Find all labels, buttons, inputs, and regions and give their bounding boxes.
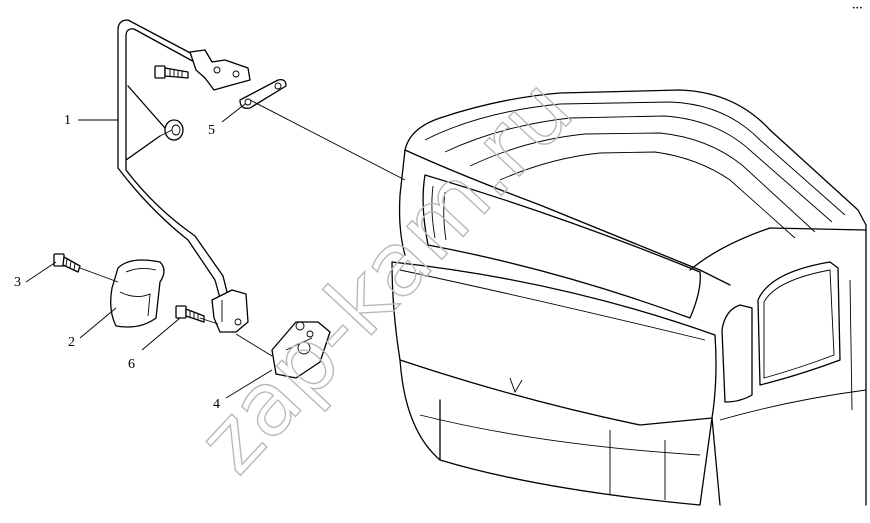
link-plate [239, 78, 287, 109]
callout-labels: 1 2 3 4 5 6 [14, 113, 220, 412]
truck-cab [391, 89, 867, 506]
watermark: zap-kam.ru [178, 59, 592, 493]
callout-6: 6 [128, 357, 135, 372]
corner-mark: ••• [852, 5, 863, 12]
upper-clamp-bracket [189, 49, 251, 91]
callout-1: 1 [64, 113, 71, 128]
grommet [164, 119, 184, 141]
mirror-bracket-tube [117, 19, 229, 299]
bolt-top [154, 65, 189, 79]
bolt-6 [175, 305, 205, 323]
callout-4: 4 [213, 397, 220, 412]
callout-3: 3 [14, 275, 21, 290]
callout-2: 2 [68, 335, 75, 350]
mirror-plate [271, 321, 331, 379]
lower-clamp [211, 289, 249, 333]
assembly-lines [79, 99, 406, 357]
bolt-3 [53, 253, 81, 273]
mirror-cover [110, 259, 165, 328]
leader-lines [25, 103, 273, 399]
callout-5: 5 [208, 123, 215, 138]
